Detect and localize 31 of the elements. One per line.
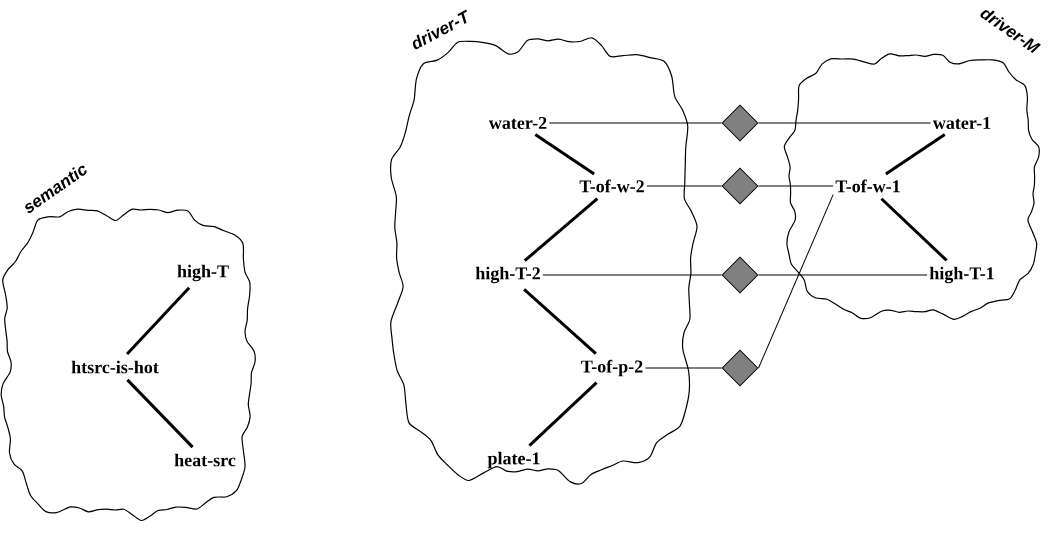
connector-line — [758, 194, 834, 369]
diamond-symbol — [721, 167, 759, 205]
connector-line — [758, 185, 834, 187]
link-line — [523, 197, 599, 262]
term-label: T-of-w-2 — [579, 179, 644, 193]
term-label: T-of-p-2 — [581, 359, 643, 377]
term-label: htsrc-is-hot — [71, 360, 159, 374]
connector-line — [758, 122, 932, 124]
term-label: high-T-1 — [929, 266, 994, 284]
link-line — [126, 378, 194, 449]
term-label: heat-src — [174, 453, 236, 467]
link-line — [885, 133, 946, 176]
diamond-symbol — [721, 256, 759, 294]
term-label: water-2 — [488, 116, 547, 130]
diamond-symbol — [721, 349, 759, 387]
connector-line — [548, 122, 722, 124]
diamond-symbol — [721, 104, 759, 142]
connector-line — [758, 274, 928, 276]
link-line — [528, 381, 598, 447]
connector-line — [542, 274, 722, 276]
link-line — [534, 133, 595, 176]
connector-line — [646, 185, 722, 187]
term-label: high-T — [177, 264, 229, 282]
link-line — [523, 288, 597, 355]
connector-line — [644, 367, 722, 369]
term-label: plate-1 — [487, 451, 540, 469]
term-label: T-of-w-1 — [835, 179, 900, 193]
term-label: high-T-2 — [475, 266, 540, 284]
term-label: water-1 — [932, 116, 991, 130]
link-line — [880, 197, 948, 262]
link-line — [126, 286, 191, 356]
